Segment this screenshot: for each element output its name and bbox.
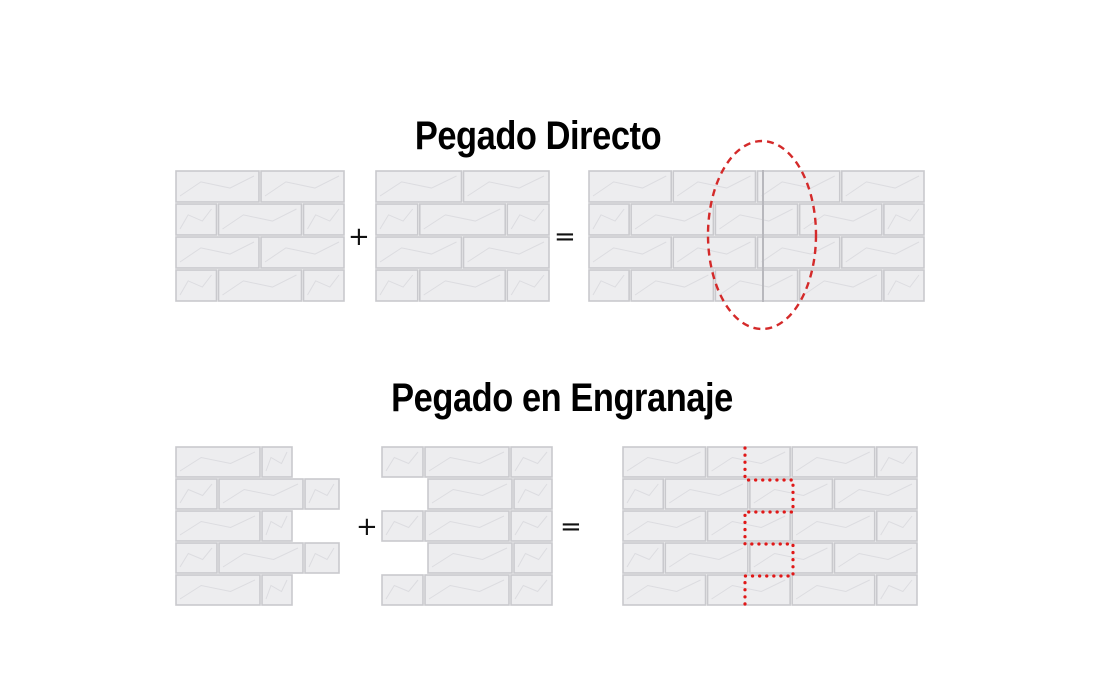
- panel-mesh-result: [622, 446, 918, 606]
- panel-direct-b: [375, 170, 550, 302]
- panel-direct-result: [588, 170, 925, 302]
- dotted-zigzag-icon: [743, 446, 795, 608]
- plus-sign-bottom: +: [356, 512, 378, 542]
- title-direct-bonding: Pegado Directo: [414, 114, 662, 158]
- equals-sign-top: =: [554, 222, 576, 252]
- panel-mesh-b: [381, 446, 553, 606]
- panel-direct-a: [175, 170, 345, 302]
- dashed-ellipse-icon: [706, 139, 818, 331]
- plus-sign-top: +: [348, 222, 370, 252]
- equals-sign-bottom: =: [560, 512, 582, 542]
- panel-mesh-a: [175, 446, 345, 606]
- title-interlock-bonding: Pegado en Engranaje: [391, 376, 733, 420]
